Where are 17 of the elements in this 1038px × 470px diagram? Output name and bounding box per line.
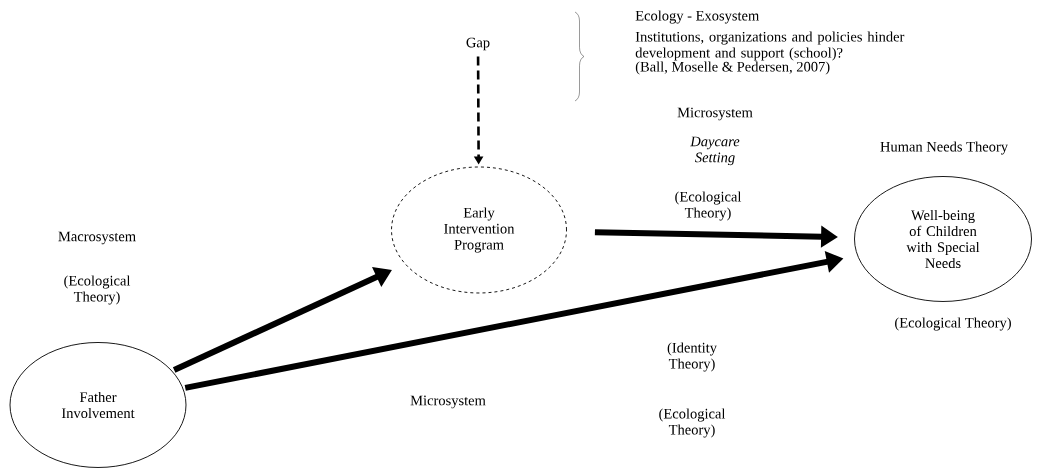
text-label: (Ecological Theory) (895, 317, 1011, 331)
text-label: Ecology - Exosystem (635, 10, 760, 24)
text-label: Institutions, organizations and policies hinder development and support (school)? (635, 31, 905, 61)
ellipse-node: Early Intervention Program (391, 166, 567, 294)
text-label: Gap (466, 37, 490, 51)
text-label: (Ecological Theory) (659, 408, 726, 438)
text-label: (Ecological Theory) (64, 275, 131, 305)
text-label: Daycare Setting (690, 136, 740, 166)
text-label: Human Needs Theory (880, 141, 1008, 155)
text-label: (Ball, Moselle & Pedersen, 2007) (635, 61, 830, 75)
text-label: Macrosystem (58, 231, 136, 245)
text-label: (Identity Theory) (667, 342, 717, 372)
ellipse-node: Well-being of Children with Special Needs (854, 176, 1032, 302)
text-label: Microsystem (410, 395, 486, 409)
ellipse-node: Father Involvement (9, 342, 187, 468)
text-label: Microsystem (677, 107, 753, 121)
text-label: (Ecological Theory) (675, 191, 742, 221)
